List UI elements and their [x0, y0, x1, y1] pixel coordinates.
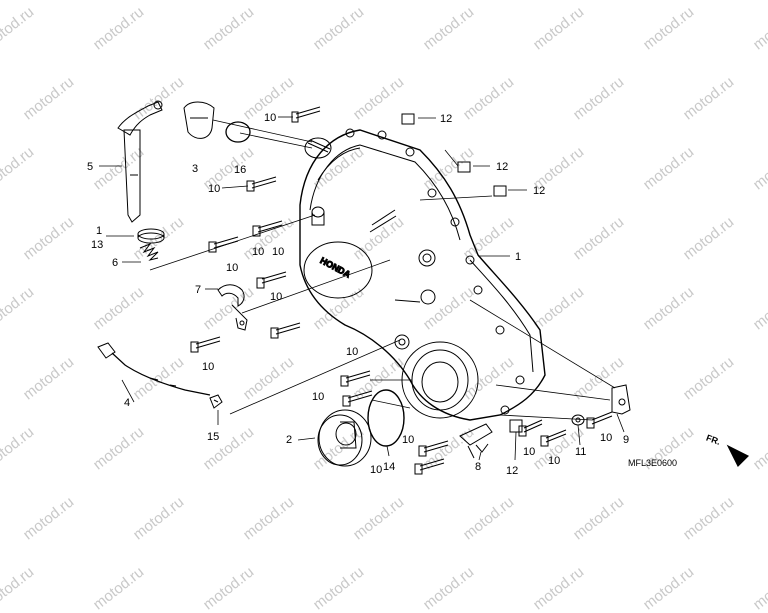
callout-10-i: 10: [312, 391, 324, 403]
callout-10-l: 10: [523, 446, 535, 458]
callout-12-c: 12: [533, 185, 545, 197]
oil-seal-part-13[interactable]: [137, 228, 165, 244]
callout-10-j: 10: [402, 434, 414, 446]
callout-10-b: 10: [208, 183, 220, 195]
front-marker-label: FR.: [705, 433, 722, 447]
dowel-pin-set-part-12[interactable]: [401, 113, 523, 433]
callout-10-n: 10: [600, 432, 612, 444]
bolt-set-part-10[interactable]: [190, 106, 613, 475]
callout-14: 14: [383, 461, 395, 473]
clamp-part-8[interactable]: [459, 423, 493, 459]
callout-10-g: 10: [202, 361, 214, 373]
spring-part-6[interactable]: [139, 242, 159, 261]
callout-10-d: 10: [272, 246, 284, 258]
callout-11: 11: [575, 446, 586, 458]
cover-logo: HONDA: [318, 255, 352, 280]
callout-4: 4: [124, 397, 130, 409]
callout-3: 3: [192, 163, 198, 175]
callout-2: 2: [286, 434, 292, 446]
pulse-cover-part-2[interactable]: [317, 409, 372, 467]
washer-part-11[interactable]: [571, 414, 585, 426]
cable-part-4[interactable]: [97, 342, 211, 396]
callout-1-seal: 1: [96, 225, 102, 237]
oil-filler-cap-part-3[interactable]: [183, 101, 215, 139]
callout-8: 8: [475, 461, 481, 473]
o-ring-part-14[interactable]: [367, 389, 405, 447]
callout-10-f: 10: [270, 291, 282, 303]
callout-1-cover: 1: [515, 251, 521, 263]
callout-6: 6: [112, 257, 118, 269]
washer-part-15[interactable]: [209, 394, 223, 409]
callout-5: 5: [87, 161, 93, 173]
right-crankcase-cover[interactable]: HONDA: [299, 128, 546, 421]
diagram-code: MFL3E0600: [628, 458, 677, 468]
callout-13: 13: [91, 239, 103, 251]
callout-10-e: 10: [226, 262, 238, 274]
callout-9: 9: [623, 434, 629, 446]
callout-labels: 1 1 13 6 5 3 16 7 4 15 2 14 8 9 11 10 10…: [87, 112, 722, 477]
callout-12-b: 12: [496, 161, 508, 173]
o-ring-part-16[interactable]: [225, 121, 251, 143]
exploded-parts-diagram: HONDA: [87, 100, 750, 477]
callout-7: 7: [195, 284, 201, 296]
shift-spindle-part-5[interactable]: [117, 100, 163, 223]
callout-12-a: 12: [440, 113, 452, 125]
callout-12-d: 12: [506, 465, 518, 477]
callout-10-h: 10: [346, 346, 358, 358]
callout-10-a: 10: [264, 112, 276, 124]
callout-10-m: 10: [548, 455, 560, 467]
front-direction-arrow-icon: [726, 444, 750, 468]
callout-10-c: 10: [252, 246, 264, 258]
leader-lines: [99, 116, 625, 461]
bracket-part-9[interactable]: [611, 384, 631, 415]
stay-part-7[interactable]: [217, 284, 248, 331]
callout-10-k: 10: [370, 464, 382, 476]
callout-16: 16: [234, 164, 246, 176]
callout-15: 15: [207, 431, 219, 443]
